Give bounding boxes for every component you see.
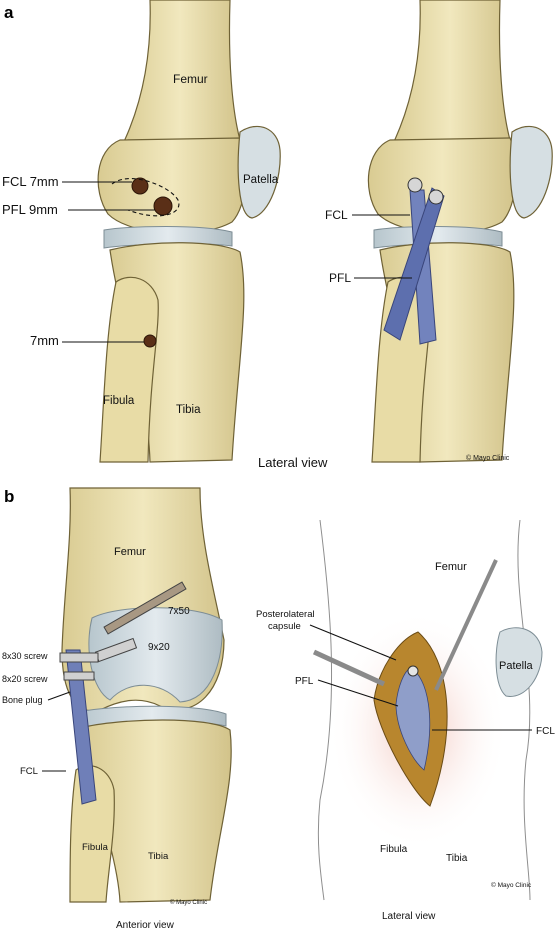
copyright-b-left: © Mayo Clinic [170,899,207,906]
cartilage-condyles-b [88,607,223,703]
label-tibia-a: Tibia [176,404,201,416]
label-fcl-b-left: FCL [20,766,38,777]
label-fcl-7mm: FCL 7mm [2,174,59,189]
caption-lateral-view-b: Lateral view [382,911,436,922]
fcl-screw-head [407,177,423,193]
label-femur-b-right: Femur [435,561,467,573]
fibula-a-left [99,276,159,463]
label-8x30-screw: 8x30 screw [2,651,48,661]
retractor-left [312,649,386,687]
skin-outline-right [517,519,531,901]
label-8x20-screw: 8x20 screw [2,674,48,684]
label-femur-b-left: Femur [114,546,146,558]
label-bone-plug: Bone plug [2,695,43,705]
label-posterolateral-line1: Posterolateral [256,609,315,620]
label-7x50: 7x50 [168,606,190,617]
label-9x20: 9x20 [148,642,170,653]
copyright-b-right: © Mayo Clinic [491,881,532,889]
label-posterolateral-line2: capsule [268,621,301,632]
label-fcl-b-right: FCL [536,726,555,737]
label-pfl-a-right: PFL [329,271,351,285]
leader-posterolateral-capsule [309,624,397,661]
skin-outline [317,519,333,901]
label-tibia-b-right: Tibia [446,853,468,864]
caption-anterior-view: Anterior view [116,920,175,931]
leader-bone-plug [47,691,71,701]
patella-a-left [237,125,281,219]
panel-a-left-knee [97,0,281,463]
label-tibia-b-left: Tibia [148,851,169,862]
label-fibula-a: Fibula [103,395,135,407]
fcl-graft-b [65,649,97,805]
label-patella-a: Patella [243,174,279,186]
retractor-right [434,559,498,691]
femoral-condyle-a-right [367,137,517,234]
panel-a-letter: a [4,3,14,22]
screw-8x30 [59,652,99,663]
patella-b-right [495,627,543,697]
exposed-graft-tissue [395,667,431,771]
leader-pfl-b-right [317,679,399,707]
femoral-condyle-a-left [97,137,247,234]
label-pfl-9mm: PFL 9mm [2,202,58,217]
label-fcl-a-right: FCL [325,208,348,222]
label-patella-b-right: Patella [499,660,534,672]
panel-b-right-knee [312,519,543,901]
label-fibula-b-right: Fibula [380,844,408,855]
pfl-tunnel-hole [153,196,173,216]
screw-head-b-right [407,665,419,677]
label-pfl-b-right: PFL [295,676,314,687]
fibula-tunnel-hole [143,334,157,348]
panel-b-letter: b [4,487,14,506]
label-7mm: 7mm [30,333,59,348]
panel-a-right-knee [367,0,553,463]
label-femur-a: Femur [173,72,208,86]
screw-7x50 [103,581,187,635]
femur-shaft-a-right [388,0,511,151]
copyright-a: © Mayo Clinic [466,454,510,462]
label-fibula-b-left: Fibula [82,842,109,853]
patella-a-right [509,125,553,219]
caption-lateral-view-a: Lateral view [258,455,328,470]
tunnel-outline-dashed [111,178,180,217]
screw-8x20 [63,671,95,681]
panel-b-left-knee [59,487,232,903]
fcl-tunnel-hole [131,177,149,195]
pfl-screw-head [428,189,444,205]
